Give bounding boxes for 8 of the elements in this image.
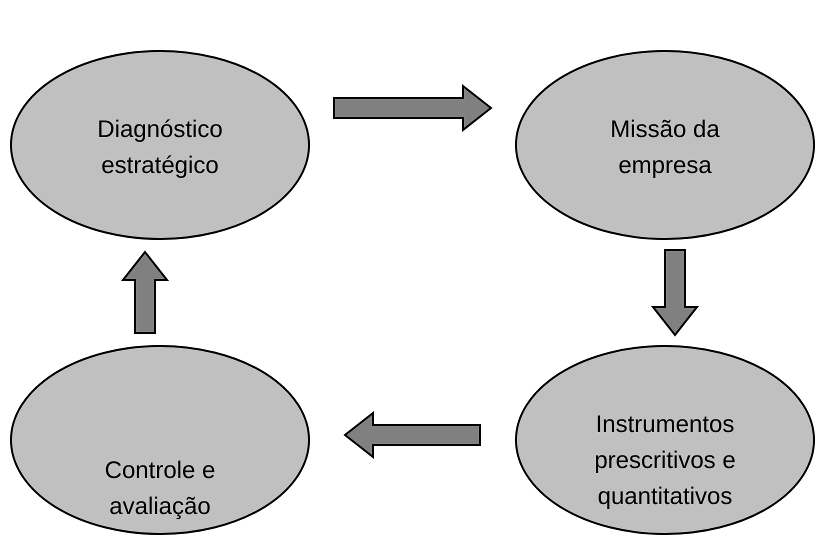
node-label: Diagnóstico estratégico xyxy=(96,115,224,181)
block-arrow xyxy=(650,249,700,337)
node-label: Controle e avaliação xyxy=(104,456,216,522)
block-arrow xyxy=(120,250,170,334)
node-label: Instrumentos prescritivos e quantitativos xyxy=(593,410,737,512)
node-label: Missão da empresa xyxy=(609,115,721,181)
block-arrow xyxy=(333,84,493,132)
block-arrow xyxy=(343,410,481,460)
